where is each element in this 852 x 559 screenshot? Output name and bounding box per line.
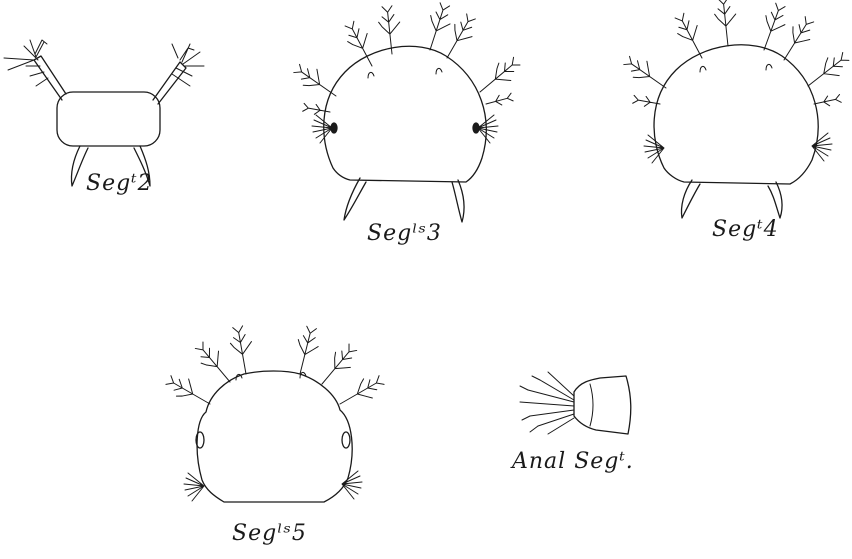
anal-segment-label: Anal Segᵗ. — [510, 449, 634, 474]
anal-segment-figure — [520, 372, 631, 434]
segment-2-figure — [4, 40, 204, 186]
segment-5-figure — [163, 325, 387, 502]
segment-2-label: Segᵗ2 — [86, 171, 153, 196]
anal-segment-bristles — [520, 372, 574, 434]
segment-4-label: Segᵗ4 — [712, 217, 779, 242]
segment-5-body — [197, 371, 352, 502]
segment-5-right-spiracle — [342, 432, 350, 448]
anal-segment-body — [574, 376, 631, 434]
segment-3-left-hook — [344, 178, 366, 220]
segment-4-body — [654, 45, 818, 184]
segment-2-body — [57, 92, 160, 146]
segment-4-right-hook — [768, 182, 782, 218]
segment-4-figure — [621, 0, 852, 218]
segment-4-left-hook — [681, 180, 700, 218]
segment-3-right-hook — [452, 180, 464, 222]
segment-3-label: Segˡˢ3 — [367, 221, 442, 246]
segment-3-body — [324, 46, 486, 182]
segment-5-label: Segˡˢ5 — [232, 521, 307, 546]
segment-2-right-appendage — [153, 44, 204, 104]
segment-2-left-appendage — [4, 40, 66, 100]
segment-3-figure — [291, 1, 524, 222]
